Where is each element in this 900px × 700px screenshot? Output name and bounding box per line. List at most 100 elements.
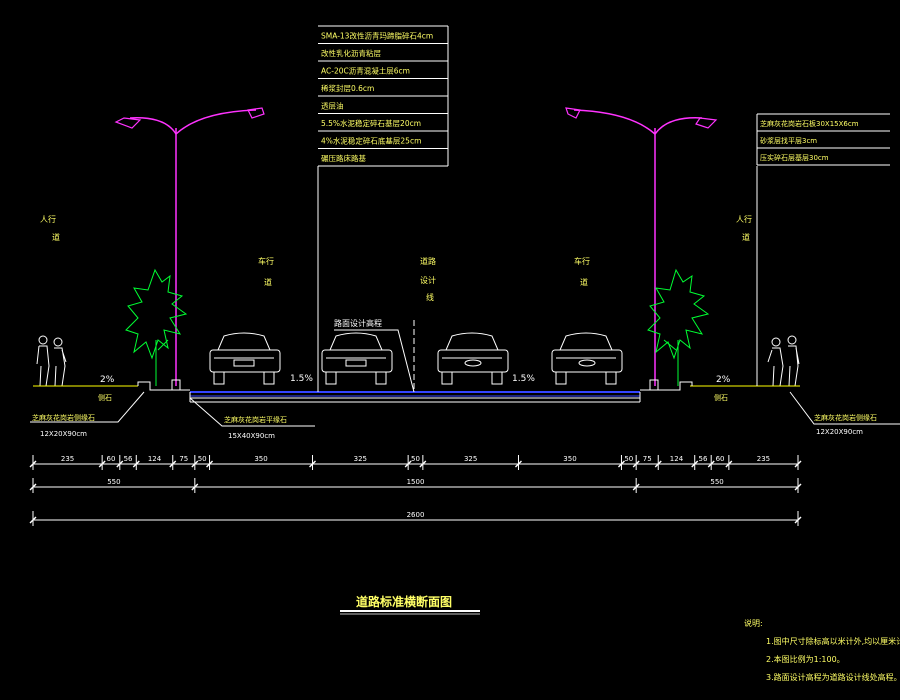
curb-mid-name: 芝麻灰花岗岩平缘石 — [224, 415, 287, 424]
dimension-row-1-tick — [191, 460, 199, 468]
sidewalk-label-right-2: 道 — [742, 232, 750, 242]
dimension-row-1-tick — [132, 460, 140, 468]
dimension-row-1-tick — [632, 460, 640, 468]
pavement-layer-text: 碾压路床路基 — [321, 153, 366, 163]
dimension-row-1-tick — [29, 460, 37, 468]
curb-right-size: 12X20X90cm — [816, 428, 863, 436]
sidewalk-layer-text: 压实碎石层基层30cm — [760, 153, 829, 162]
dimension-row-1-tick — [617, 460, 625, 468]
dimension-row-1-tick — [169, 460, 177, 468]
dimension-row-3: 2600 — [29, 511, 802, 526]
dimension-row-2-label: 550 — [710, 478, 723, 486]
design-line-label-3: 线 — [426, 292, 434, 302]
pedestrians-left — [36, 335, 67, 387]
dimension-row-1-tick — [794, 460, 802, 468]
dimension-row-1-label: 75 — [179, 455, 188, 463]
car-4 — [551, 332, 623, 385]
dimension-row-1-tick — [654, 460, 662, 468]
dimension-row-1-label: 235 — [757, 455, 770, 463]
dimension-row-1-label: 50 — [624, 455, 633, 463]
curb-text-right: 侧石 — [714, 393, 728, 402]
sidewalk-layer-text: 砂浆层找平层3cm — [760, 136, 817, 145]
street-lamp-left — [114, 107, 265, 386]
street-lamp-right — [565, 107, 718, 386]
dimension-row-1: 235 60 56 124 75 50 350 325 50 325 350 50 75 124 56 60 2… — [29, 455, 802, 470]
dimension-row-1-label: 325 — [354, 455, 367, 463]
curb-text-left: 侧石 — [98, 393, 112, 402]
dimension-row-1-label: 60 — [716, 455, 725, 463]
curb-right-leader — [789, 391, 900, 425]
dimension-row-1-label: 56 — [124, 455, 133, 463]
dimension-row-2-tick — [794, 483, 802, 491]
slope-sidewalk-right: 2% — [716, 375, 731, 385]
dimension-row-1-label: 325 — [464, 455, 477, 463]
pavement-layer-table: SMA-13改性沥青玛蹄脂碎石4cm 改性乳化沥青粘层 AC-20C沥青混凝土层6c… — [318, 25, 449, 167]
tree-right — [647, 268, 710, 386]
dimension-row-2-tick — [632, 483, 640, 491]
pavement-layer-text: AC-20C沥青混凝土层6cm — [321, 66, 410, 76]
dimension-row-1-label: 124 — [670, 455, 684, 463]
design-line-label-2: 设计 — [420, 275, 436, 285]
pavement-layer-text: 4%水泥稳定碎石底基层25cm — [321, 136, 421, 146]
dimension-row-1-label: 60 — [107, 455, 116, 463]
carriageway-label-left-2: 道 — [264, 277, 272, 287]
dimension-row-3-tick — [794, 516, 802, 524]
dimension-row-3-label: 2600 — [407, 511, 425, 519]
dimension-row-1-tick — [309, 460, 317, 468]
slope-sidewalk-left: 2% — [100, 375, 115, 385]
dimension-row-1-tick — [206, 460, 214, 468]
dimension-row-1-label: 235 — [61, 455, 74, 463]
sidewalk-layer-table: 芝麻灰花岗岩石板30X15X6cm 砂浆层找平层3cm 压实碎石层基层30cm — [756, 113, 890, 166]
curb-mid-size: 15X40X90cm — [228, 432, 275, 440]
pavement-layer-text: SMA-13改性沥青玛蹄脂碎石4cm — [321, 31, 433, 41]
sidewalk-label-left-1: 人行 — [40, 214, 56, 224]
car-3 — [437, 332, 509, 385]
dimension-row-1-label: 56 — [699, 455, 708, 463]
dimension-row-1-label: 50 — [411, 455, 420, 463]
dimension-row-1-tick — [707, 460, 715, 468]
design-line-label-1: 道路 — [420, 256, 436, 266]
sidewalk-label-right-1: 人行 — [736, 214, 752, 224]
note-item-3: 3.路面设计高程为道路设计线处高程。 — [766, 672, 900, 682]
slope-carriageway-right: 1.5% — [512, 374, 535, 384]
pavement-layer-text: 改性乳化沥青粘层 — [321, 48, 381, 58]
note-item-1: 1.图中尺寸除标高以米计外,均以厘米计。 — [766, 636, 900, 646]
dimension-row-1-tick — [116, 460, 124, 468]
pedestrians-right — [767, 335, 800, 387]
pavement-structure — [189, 391, 641, 403]
dimension-row-1-tick — [514, 460, 522, 468]
curb-left-name: 芝麻灰花岗岩侧缘石 — [32, 413, 95, 422]
note-item-2: 2.本图比例为1:100。 — [766, 654, 845, 664]
dimension-row-1-tick — [725, 460, 733, 468]
dimension-row-1-label: 75 — [643, 455, 652, 463]
ground-lines — [33, 379, 800, 391]
dimension-row-2-label: 1500 — [407, 478, 425, 486]
carriageway-label-right-2: 道 — [580, 277, 588, 287]
notes-heading: 说明: — [744, 618, 763, 628]
design-elevation-label: 路面设计高程 — [334, 318, 382, 328]
sidewalk-label-left-2: 道 — [52, 232, 60, 242]
pavement-layer-text: 稀浆封层0.6cm — [321, 83, 374, 93]
dimension-row-1-label: 50 — [198, 455, 207, 463]
sidewalk-layer-text: 芝麻灰花岗岩石板30X15X6cm — [760, 119, 859, 128]
dimension-row-2-tick — [29, 483, 37, 491]
dimension-row-1-label: 350 — [563, 455, 576, 463]
carriageway-label-right-1: 车行 — [574, 256, 590, 266]
dimension-row-3-tick — [29, 516, 37, 524]
pavement-layer-text: 5.5%水泥稳定碎石基层20cm — [321, 118, 421, 128]
tree-left — [125, 268, 188, 386]
drawing-title: 道路标准横断面图 — [356, 594, 452, 609]
dimension-row-1-tick — [404, 460, 412, 468]
dimension-row-1-label: 124 — [148, 455, 162, 463]
dimension-row-2-tick — [191, 483, 199, 491]
dimension-row-1-label: 350 — [254, 455, 267, 463]
curb-right-name: 芝麻灰花岗岩侧缘石 — [814, 413, 877, 422]
dimension-row-1-tick — [419, 460, 427, 468]
carriageway-label-left-1: 车行 — [258, 256, 274, 266]
dimension-row-1-tick — [691, 460, 699, 468]
car-1 — [209, 332, 281, 385]
design-elevation-leader — [334, 329, 415, 393]
car-2 — [321, 332, 393, 385]
